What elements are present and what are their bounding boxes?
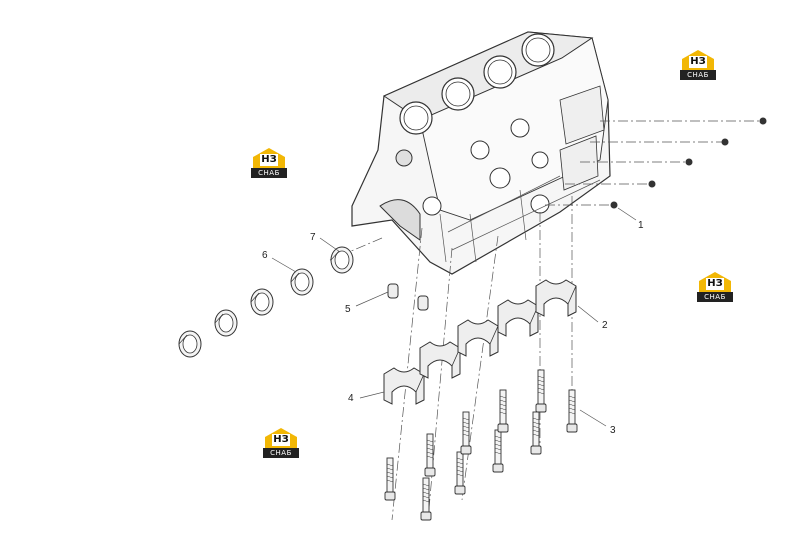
callout-numbers: 1 2 3 4 5 6 7 (262, 220, 644, 436)
callout-5: 5 (345, 304, 351, 315)
bearing-4 (290, 268, 314, 296)
main-bearing-caps (383, 279, 577, 405)
bearing-3 (250, 288, 274, 316)
callout-leaders (271, 207, 637, 427)
callout-3: 3 (610, 425, 616, 436)
callout-7: 7 (310, 232, 316, 243)
callout-2: 2 (602, 320, 608, 331)
callout-1: 1 (638, 220, 644, 231)
callout-6: 6 (262, 250, 268, 261)
plug-set (610, 117, 767, 209)
dowel-pins (387, 283, 429, 311)
bearing-1 (178, 330, 202, 358)
bearing-2 (214, 309, 238, 337)
bearing-5 (330, 246, 354, 274)
callout-4: 4 (348, 393, 354, 404)
cap-bolts (384, 369, 578, 521)
camshaft-bearing-set (178, 246, 354, 358)
engine-block (351, 31, 611, 275)
